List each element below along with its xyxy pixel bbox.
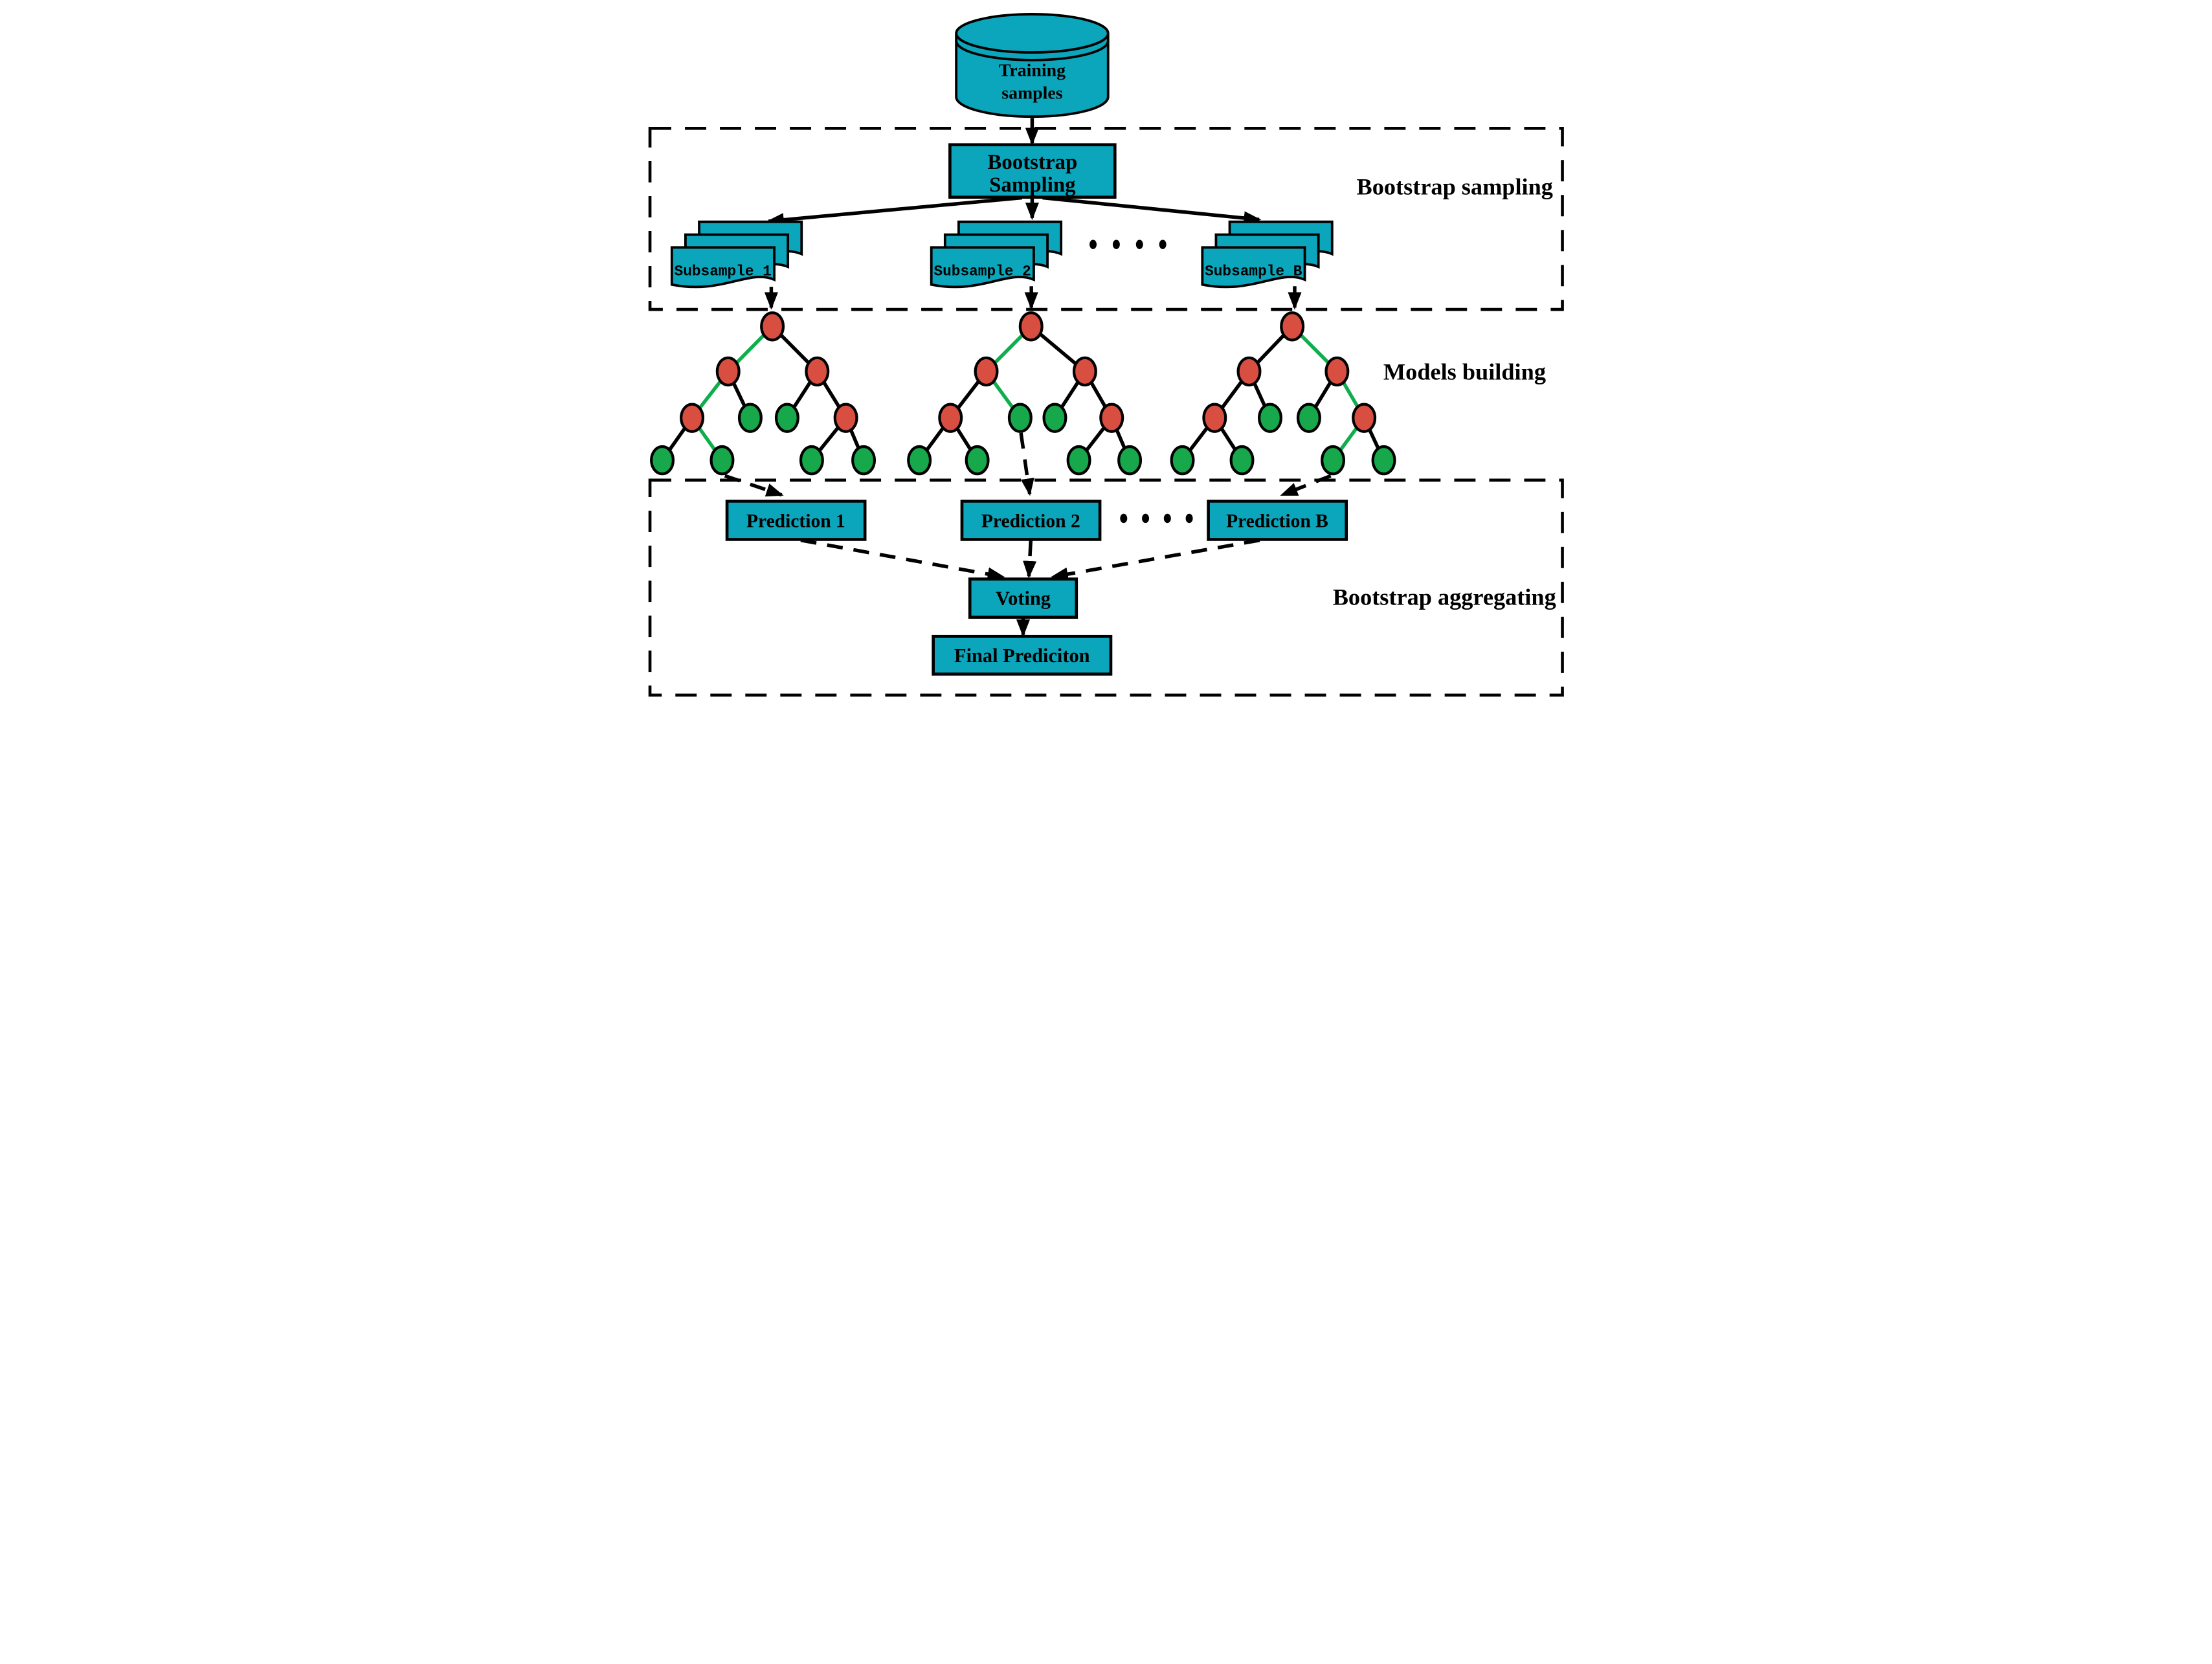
tree-node-red	[1324, 356, 1349, 387]
tree-node-red	[1099, 403, 1124, 433]
arrow-prediction1-to-voting	[800, 538, 1005, 581]
training-samples-label-line2: samples	[1001, 83, 1063, 104]
tree-3-highlighted-path	[1290, 325, 1366, 461]
section-label-bootstrap-sampling: Bootstrap sampling	[1356, 173, 1552, 199]
decision-tree-3	[1170, 311, 1396, 476]
prediction-b-label: Prediction B	[1226, 511, 1328, 531]
subsample-b-stack: Subsample B	[1200, 220, 1334, 289]
tree-node-red	[1236, 356, 1261, 387]
prediction-1-label: Prediction 1	[746, 511, 845, 531]
arrow-tree3-to-predictionb	[1279, 474, 1332, 497]
tree-node-red	[1072, 356, 1097, 387]
tree-node-green	[1229, 445, 1255, 476]
subsample-to-tree-arrows	[764, 286, 1302, 310]
bootstrap-sampling-box-line1: Bootstrap	[987, 151, 1077, 174]
subsample-ellipsis-dots	[1089, 239, 1167, 249]
prediction-ellipsis-dots	[1119, 513, 1193, 524]
tree-node-red	[974, 356, 999, 387]
tree-node-green	[851, 445, 876, 476]
tree-3-edges	[1180, 325, 1385, 461]
bootstrap-sampling-section-box	[648, 127, 1564, 311]
tree-node-red	[1351, 403, 1376, 433]
tree-1-nodes	[649, 311, 876, 476]
tree-node-green	[1117, 445, 1142, 476]
tree-node-red	[804, 356, 829, 387]
subsample-2-label: Subsample 2	[933, 263, 1031, 280]
tree-node-green	[1257, 403, 1282, 433]
tree-node-green	[1066, 445, 1091, 476]
tree-node-green	[799, 445, 824, 476]
prediction-b-box: Prediction B	[1206, 500, 1348, 541]
subsample-1-label: Subsample 1	[674, 263, 771, 280]
tree-node-red	[1279, 311, 1304, 342]
tree-1-highlighted-path	[690, 325, 774, 461]
tree-node-green	[1320, 445, 1345, 476]
bootstrap-aggregating-section-box	[648, 478, 1564, 697]
tree-node-green	[774, 403, 799, 433]
tree-node-green	[965, 445, 990, 476]
bootstrap-sampling-box-line2: Sampling	[989, 173, 1076, 197]
tree-node-red	[1201, 403, 1227, 433]
arrow-bootstrap-to-subsample-1	[766, 195, 1022, 227]
tree-2-edges	[917, 325, 1132, 461]
subsample-b-label: Subsample B	[1205, 263, 1302, 280]
final-prediction-label: Final Prediciton	[954, 645, 1090, 667]
tree-node-red	[833, 403, 858, 433]
diagram-canvas: Training samples Bootstrap Sampling Boot…	[648, 13, 1564, 697]
tree-node-green	[709, 445, 734, 476]
final-prediction-box: Final Prediciton	[931, 634, 1112, 676]
subsample-1-stack: Subsample 1	[670, 220, 803, 289]
document-shape	[670, 246, 776, 289]
tree-node-green	[906, 445, 932, 476]
tree-1-edges	[660, 325, 866, 461]
arrow-tree1-to-prediction1	[724, 474, 784, 497]
voting-box: Voting	[968, 577, 1078, 619]
tree-node-green	[1371, 445, 1396, 476]
section-label-bootstrap-aggregating: Bootstrap aggregating	[1332, 584, 1556, 610]
tree-node-red	[679, 403, 704, 433]
prediction-1-box: Prediction 1	[725, 500, 866, 541]
tree-3-nodes	[1170, 311, 1396, 476]
arrow-bootstrap-to-subsample-b	[1042, 195, 1261, 225]
arrow-tree2-to-prediction2	[1018, 432, 1034, 496]
cylinder-rim-line	[954, 41, 1110, 61]
document-shape	[1200, 246, 1306, 289]
prediction-2-label: Prediction 2	[981, 511, 1080, 531]
tree-node-green	[649, 445, 675, 476]
subsample-2-stack: Subsample 2	[930, 220, 1062, 289]
bootstrap-fanout-arrows	[766, 195, 1261, 227]
section-label-models-building: Models building	[1383, 359, 1545, 385]
tree-node-red	[1018, 311, 1044, 342]
prediction-to-voting-arrows	[800, 538, 1260, 581]
document-shape	[930, 246, 1035, 289]
decision-tree-2	[906, 311, 1142, 476]
tree-node-green	[1170, 445, 1195, 476]
decision-tree-1	[649, 311, 876, 476]
tree-2-nodes	[906, 311, 1142, 476]
prediction-2-box: Prediction 2	[960, 500, 1101, 541]
bootstrap-sampling-box: Bootstrap Sampling	[948, 143, 1117, 199]
tree-node-green	[1042, 403, 1067, 433]
arrow-prediction2-to-voting	[1022, 540, 1036, 579]
tree-node-red	[937, 403, 963, 433]
tree-node-red	[759, 311, 785, 342]
voting-label: Voting	[996, 588, 1051, 610]
training-samples-database: Training samples	[954, 13, 1110, 118]
tree-node-red	[715, 356, 741, 387]
tree-node-green	[1296, 403, 1321, 433]
tree-node-green	[1007, 403, 1033, 433]
training-samples-label-line1: Training	[998, 60, 1065, 80]
arrow-predictionb-to-voting	[1050, 538, 1260, 581]
bagging-diagram: Training samples Bootstrap Sampling Boot…	[640, 0, 1573, 702]
tree-to-prediction-arrows	[724, 432, 1332, 497]
tree-node-green	[737, 403, 763, 433]
